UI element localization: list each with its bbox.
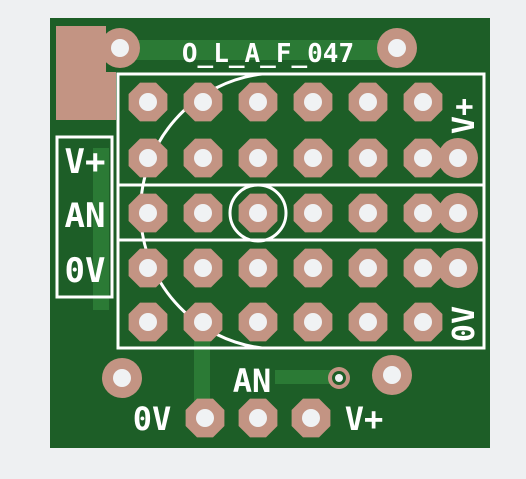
pad-hole [414, 149, 432, 167]
trace-left-vertical [93, 148, 109, 310]
pad-layer [100, 28, 478, 438]
pad-hole [139, 259, 157, 277]
silk-center-circle [228, 183, 288, 243]
pad-hole [304, 313, 322, 331]
pad-hole [139, 313, 157, 331]
pad-hole [196, 409, 214, 427]
pad-hole [359, 149, 377, 167]
via-hole [335, 374, 343, 382]
pad-hole [194, 313, 212, 331]
pad-hole [249, 149, 267, 167]
pad-hole [449, 149, 467, 167]
pad-hole [414, 313, 432, 331]
pad-hole [359, 204, 377, 222]
pad-hole [304, 149, 322, 167]
pad-hole [194, 204, 212, 222]
pad-hole [449, 204, 467, 222]
pad-hole [194, 93, 212, 111]
pad-hole [449, 259, 467, 277]
pad-hole [113, 369, 131, 387]
pad-hole [194, 259, 212, 277]
pad-hole [414, 93, 432, 111]
trace-an [275, 370, 343, 384]
pad-hole [359, 259, 377, 277]
right-label-vplus: V+ [447, 98, 482, 134]
pad-hole [383, 366, 401, 384]
pad-hole [359, 93, 377, 111]
pad-hole [139, 149, 157, 167]
pad-hole [304, 93, 322, 111]
pad-hole [249, 313, 267, 331]
trace-top [120, 40, 400, 60]
left-label-an: AN [65, 196, 106, 236]
silk-main-rect [116, 72, 486, 350]
left-label-0v: 0V [65, 251, 106, 291]
bottom-label-vplus: V+ [345, 400, 384, 438]
pad-hole [111, 39, 129, 57]
pad-hole [414, 259, 432, 277]
pad-hole [249, 259, 267, 277]
trace-layer [93, 40, 400, 420]
pad-hole [249, 204, 267, 222]
pad-hole [302, 409, 320, 427]
pad-hole [304, 259, 322, 277]
pad-hole [194, 149, 212, 167]
left-label-vplus: V+ [65, 142, 106, 182]
pad-hole [304, 204, 322, 222]
pad-hole [249, 93, 267, 111]
bottom-label-an: AN [233, 362, 272, 400]
board-title: O_L_A_F_047 [182, 39, 354, 69]
pad-hole [139, 93, 157, 111]
pad-hole [359, 313, 377, 331]
pad-hole [139, 204, 157, 222]
bottom-label-0v: 0V [133, 400, 172, 438]
pad-hole [388, 39, 406, 57]
silk-left-label-box [55, 135, 114, 299]
pad-hole [249, 409, 267, 427]
right-label-0v: 0V [447, 306, 482, 342]
pad-hole [414, 204, 432, 222]
